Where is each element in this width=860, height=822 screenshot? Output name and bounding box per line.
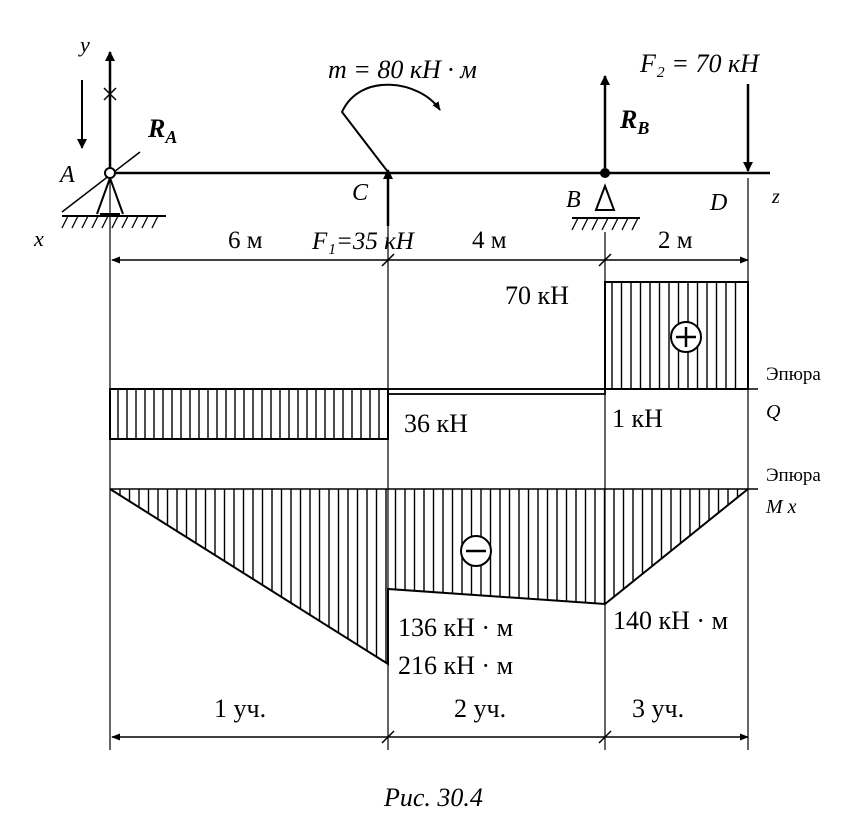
m-diagram xyxy=(109,488,758,666)
plus-sign xyxy=(676,327,696,347)
point-d-label: D xyxy=(709,190,727,216)
dimension-ticks-bottom xyxy=(381,730,612,744)
q-value-36: 36 кН xyxy=(404,409,468,438)
m-title-line1: Эпюра xyxy=(766,465,821,486)
f2-label: F₂ = 70 кН xyxy=(639,49,760,78)
section-label-2: 2 уч. xyxy=(454,694,506,723)
hinge-a xyxy=(104,167,116,179)
q-value-70: 70 кН xyxy=(505,281,569,310)
x-axis-label: x xyxy=(33,226,44,251)
m-title-line2: M x xyxy=(765,496,797,518)
figure-caption: Рис. 30.4 xyxy=(383,783,483,812)
dimension-label-1: 6 м xyxy=(228,227,263,254)
m-value-136: 136 кН · м xyxy=(398,613,513,642)
q-area-2 xyxy=(387,388,606,395)
q-area-1 xyxy=(109,388,389,440)
point-b-label: B xyxy=(566,187,581,213)
m-value-216: 216 кН · м xyxy=(398,651,513,680)
q-title-line2: Q xyxy=(766,401,781,423)
dimension-label-2: 4 м xyxy=(472,227,507,254)
q-area-1-hatch xyxy=(117,389,380,439)
moment-arc xyxy=(340,83,441,173)
hinge-b xyxy=(600,168,610,178)
dimension-label-3: 2 м xyxy=(658,227,693,254)
q-title-line1: Эпюра xyxy=(766,364,821,385)
axis-hatch xyxy=(103,87,117,101)
x-axis-line xyxy=(61,151,141,213)
q-value-1: 1 кН xyxy=(612,404,663,433)
point-a-label: A xyxy=(58,162,75,188)
m-area-hatch xyxy=(119,489,739,663)
y-axis-label: y xyxy=(78,32,90,57)
q-area-3 xyxy=(604,281,749,390)
f1-label: F₁=35 кН xyxy=(311,228,416,255)
z-axis-label: z xyxy=(771,186,780,208)
section-label-1: 1 уч. xyxy=(214,694,266,723)
q-area-3-hatch xyxy=(611,282,737,389)
beam-scheme xyxy=(61,51,770,750)
rb-label: RB xyxy=(619,105,649,138)
ground-b-hatch xyxy=(571,217,639,231)
moment-label: m = 80 кН · м xyxy=(328,55,477,84)
q-diagram xyxy=(109,281,758,440)
m-value-140: 140 кН · м xyxy=(613,606,728,635)
point-c-label: C xyxy=(352,180,369,206)
ground-a-hatch xyxy=(61,215,159,229)
support-b xyxy=(594,183,616,211)
ra-label: RA xyxy=(147,114,177,147)
section-label-3: 3 уч. xyxy=(632,694,684,723)
